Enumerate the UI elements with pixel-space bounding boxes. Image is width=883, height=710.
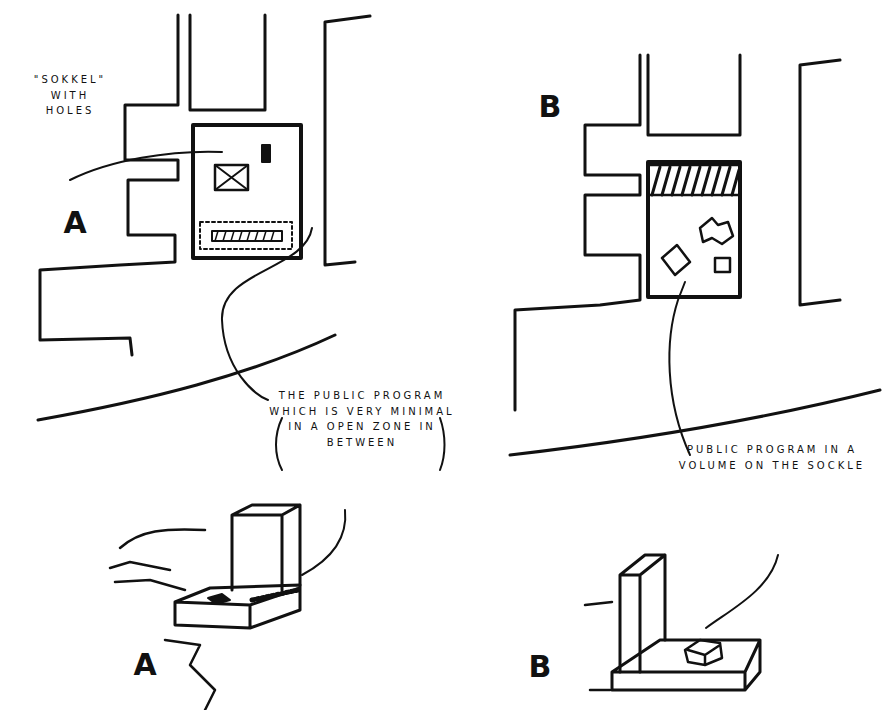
sokkel-volume [175, 585, 300, 628]
sokkel-volume [612, 640, 760, 690]
variant-letter: B [520, 652, 560, 682]
hatch [215, 231, 274, 241]
sokkel-hole [262, 145, 270, 162]
site-plot [648, 162, 740, 297]
street-edge [165, 640, 215, 710]
building-block [190, 15, 265, 110]
variant-letter: B [530, 92, 570, 122]
volume-footprint [700, 218, 733, 244]
leader-line [302, 510, 345, 575]
building-outline [515, 55, 640, 410]
sokkel-hole [215, 165, 248, 190]
volume-footprint [662, 245, 690, 275]
public-volume [685, 640, 722, 665]
variant-letter: A [125, 650, 165, 680]
leader-line [70, 152, 222, 180]
site-plot [193, 125, 301, 258]
building-block [648, 55, 740, 135]
street-edge [110, 529, 205, 590]
leader-line [222, 228, 312, 400]
callout-note: "SOKKEL" WITH HOLES [30, 72, 110, 119]
building-outline [40, 15, 178, 355]
volume-footprint [715, 258, 730, 272]
hatch [652, 167, 739, 195]
leader-line [669, 282, 690, 455]
callout-note: THE PUBLIC PROGRAM WHICH IS VERY MINIMAL… [262, 388, 462, 450]
variant-letter: A [55, 208, 95, 238]
callout-note: PUBLIC PROGRAM IN A VOLUME ON THE SOCKLE [662, 442, 882, 473]
sokkel-hole-cross [215, 165, 248, 190]
public-zone-strip [252, 590, 298, 600]
building-outline [325, 16, 370, 265]
leader-line [706, 555, 778, 628]
sokkel-hole [208, 594, 230, 604]
public-zone-inner [212, 231, 282, 241]
public-zone [200, 222, 292, 249]
street-edge [585, 602, 612, 690]
slab-volume [620, 555, 665, 672]
building-outline [800, 60, 840, 305]
slab-volume [232, 505, 300, 590]
hatched-band [648, 165, 740, 195]
